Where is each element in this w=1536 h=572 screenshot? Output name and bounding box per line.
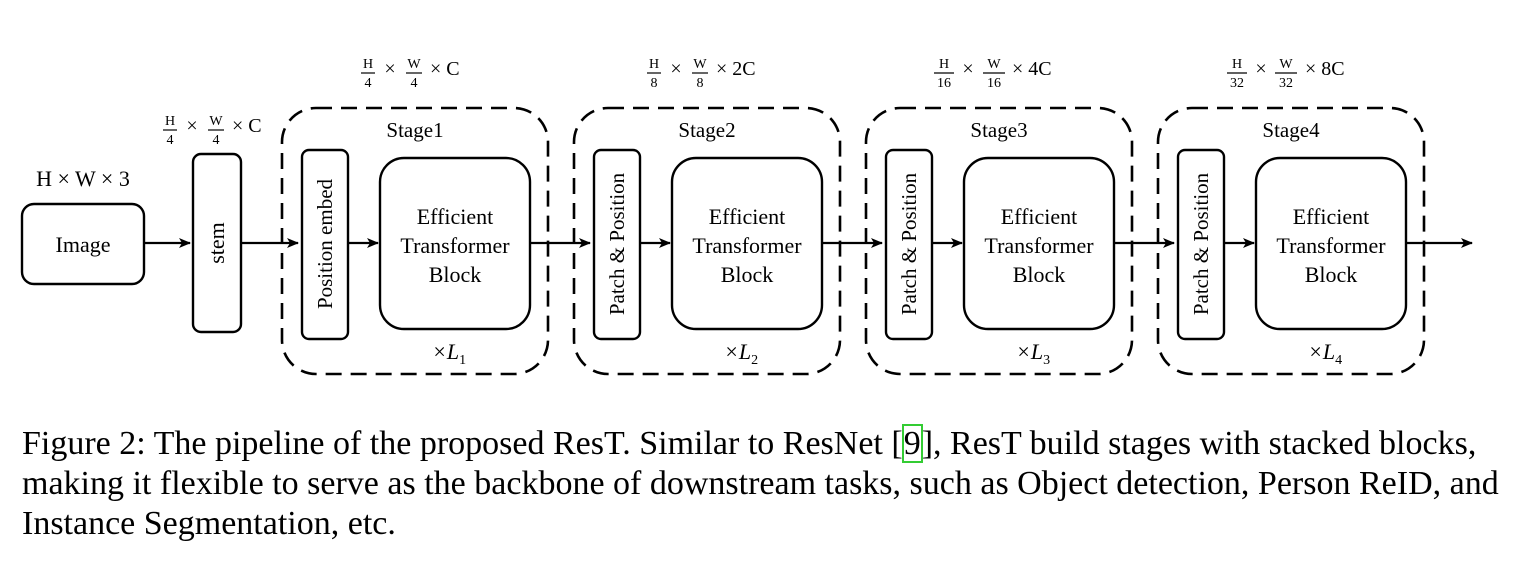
stage-1-block-line-3: Block [429,262,482,287]
stage-1-dim-label: H 4 × W 4 × C [361,57,460,91]
stage-4-container [1156,106,1426,376]
stage-1-transformer-block: Efficient Transformer Block [378,156,532,331]
image-node: Image [20,202,146,286]
stage-4-repeat-label: ×L4 [1308,339,1342,368]
svg-text:× 2C: × 2C [716,58,756,80]
stage-4-embed-label: Patch & Position [1189,172,1213,315]
stage-4-title: Stage4 [1262,118,1320,142]
svg-text:H: H [165,114,175,129]
stage-1-container [280,106,550,376]
svg-text:H: H [363,57,373,72]
svg-text:×: × [384,58,395,80]
svg-text:W: W [407,57,421,72]
stem-label: stem [204,222,229,264]
stage-1: H 4 × W 4 × C Stage1 Position embed Effi… [280,57,550,376]
stage-2-dim-label: H 8 × W 8 × 2C [647,57,756,91]
stem-node: stem [191,152,243,334]
pipeline-diagram: H × W × 3 Image H 4 × W 4 × C stem H 4 ×… [20,57,1473,376]
stage-2-title: Stage2 [678,118,735,142]
stage-4-transformer-block: Efficient Transformer Block [1254,156,1408,331]
figure-caption: Figure 2: The pipeline of the proposed R… [22,424,1512,544]
image-label: Image [56,232,111,257]
stage-4: H 32 × W 32 × 8C Stage4 Patch & Position… [1156,57,1426,376]
stage-1-block-line-2: Transformer [400,233,510,258]
stem-dim-label: H 4 × W 4 × C [163,114,262,148]
svg-text:× 8C: × 8C [1305,58,1345,80]
stage-2-block-line-3: Block [721,262,774,287]
input-dim-label: H × W × 3 [36,166,130,191]
stage-3-transformer-block: Efficient Transformer Block [962,156,1116,331]
svg-text:H: H [649,57,659,72]
svg-text:W: W [1279,57,1293,72]
stage-2-block-line-2: Transformer [692,233,802,258]
stage-3-block-line-1: Efficient [1001,204,1078,229]
svg-text:W: W [987,57,1001,72]
stage-3-container [864,106,1134,376]
stage-3-dim-label: H 16 × W 16 × 4C [934,57,1052,91]
svg-text:× C: × C [232,115,262,137]
stage-3-block-line-2: Transformer [984,233,1094,258]
svg-text:4: 4 [365,76,372,91]
stage-4-block-line-2: Transformer [1276,233,1386,258]
stage-4-block-line-1: Efficient [1293,204,1370,229]
stage-4-block-line-3: Block [1305,262,1358,287]
stage-2-embed-label: Patch & Position [605,172,629,315]
stage-3-embed-label: Patch & Position [897,172,921,315]
citation-link[interactable]: 9 [901,424,923,463]
svg-text:16: 16 [987,76,1001,91]
stage-2-transformer-block: Efficient Transformer Block [670,156,824,331]
caption-suffix: ], ResT build stages with stacked blocks… [22,425,1499,542]
stage-2-repeat-label: ×L2 [724,339,758,368]
svg-text:16: 16 [937,76,951,91]
svg-text:W: W [209,114,223,129]
svg-text:8: 8 [651,76,658,91]
stage-3-repeat-label: ×L3 [1016,339,1050,368]
svg-text:4: 4 [213,133,220,148]
svg-text:× C: × C [430,58,460,80]
stage-1-embed-label: Position embed [313,178,337,309]
svg-text:H: H [1232,57,1242,72]
stage-4-embed-node: Patch & Position [1176,148,1226,341]
stage-1-embed-node: Position embed [300,148,350,341]
svg-text:H: H [939,57,949,72]
svg-text:32: 32 [1230,76,1244,91]
svg-text:32: 32 [1279,76,1293,91]
stage-3-block-line-3: Block [1013,262,1066,287]
svg-text:×: × [186,115,197,137]
stage-2-container [572,106,842,376]
stage-2-embed-node: Patch & Position [592,148,642,341]
svg-text:×: × [670,58,681,80]
stage-4-dim-label: H 32 × W 32 × 8C [1227,57,1345,91]
stage-2-block-line-1: Efficient [709,204,786,229]
svg-text:8: 8 [697,76,704,91]
svg-text:4: 4 [411,76,418,91]
stage-2: H 8 × W 8 × 2C Stage2 Patch & Position E… [572,57,842,376]
svg-text:×: × [1255,58,1266,80]
stage-1-block-line-1: Efficient [417,204,494,229]
stage-3: H 16 × W 16 × 4C Stage3 Patch & Position… [864,57,1134,376]
stage-1-repeat-label: ×L1 [432,339,466,368]
stage-1-title: Stage1 [386,118,443,142]
svg-text:× 4C: × 4C [1012,58,1052,80]
svg-text:×: × [962,58,973,80]
svg-text:4: 4 [167,133,174,148]
caption-prefix: Figure 2: The pipeline of the proposed R… [22,425,903,462]
stage-3-embed-node: Patch & Position [884,148,934,341]
stage-3-title: Stage3 [970,118,1027,142]
svg-text:W: W [693,57,707,72]
